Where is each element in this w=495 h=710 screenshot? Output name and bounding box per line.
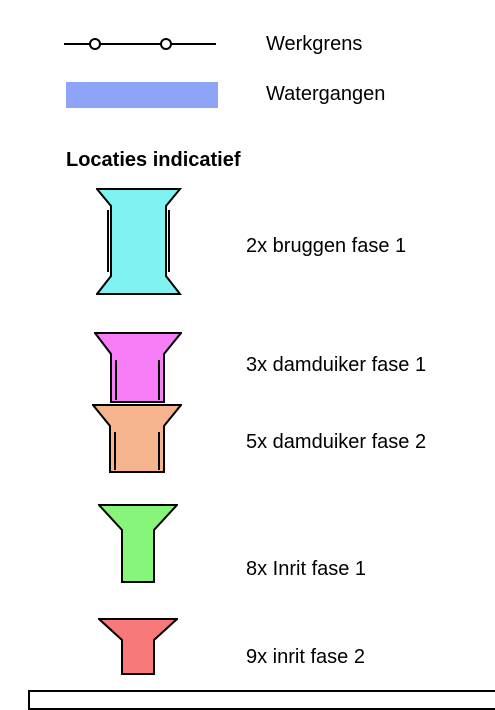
legend-label-culvert-2: 5x damduiker fase 2 <box>246 431 427 453</box>
legend-label-bridges: 2x bruggen fase 1 <box>246 235 407 257</box>
legend-label-entrance-1: 8x Inrit fase 1 <box>246 558 367 580</box>
legend-label-entrance-2: 9x inrit fase 2 <box>246 646 365 668</box>
culvert-icon <box>94 332 182 403</box>
legend-label-culvert-1: 3x damduiker fase 1 <box>246 354 427 376</box>
legend-label-werkgrens: Werkgrens <box>266 33 363 55</box>
entrance-icon <box>98 618 178 675</box>
culvert-icon <box>92 404 182 473</box>
entrance-icon <box>98 504 178 583</box>
boundary-line-icon <box>64 38 216 50</box>
water-bar-icon <box>66 82 218 108</box>
bottom-frame <box>28 690 495 710</box>
legend-label-watergangen: Watergangen <box>266 83 386 105</box>
legend-heading: Locaties indicatief <box>66 149 241 171</box>
bridge-icon <box>96 188 182 295</box>
